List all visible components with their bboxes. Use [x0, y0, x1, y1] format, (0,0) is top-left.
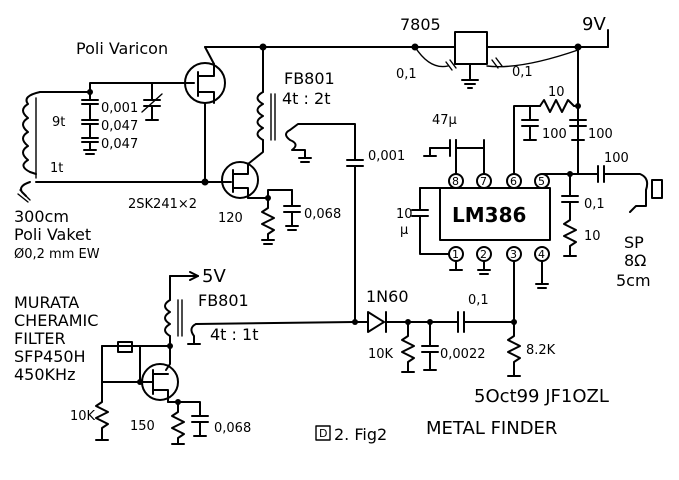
jfet-2sk241-osc [201, 102, 293, 199]
label-poli-varicon: Poli Varicon [76, 39, 168, 58]
label-7805: 7805 [400, 15, 441, 34]
label-pin3: 3 [510, 248, 517, 261]
label-r82k: 8.2K [526, 343, 556, 358]
detector-stage [354, 311, 521, 377]
label-pin4: 4 [538, 248, 545, 261]
label-ratio-bottom: 4t : 1t [210, 325, 258, 344]
label-c10u-unit: μ [400, 223, 408, 238]
supply-5v-arrow [189, 271, 199, 281]
label-r120: 120 [218, 211, 243, 226]
label-9v: 9V [582, 14, 606, 35]
lm386-amplifier [411, 105, 579, 323]
label-pin7: 7 [480, 175, 487, 188]
label-wire-spec: Ø0,2 mm EW [14, 247, 100, 262]
label-r10k-det: 10K [368, 347, 394, 362]
fb801-transformer-top [256, 46, 356, 163]
label-c01-det: 0,1 [468, 293, 489, 308]
label-c0068-bottom: 0,068 [214, 421, 251, 436]
label-r10k-bottom: 10K [70, 409, 96, 424]
label-c01-out: 0,1 [584, 197, 605, 212]
label-fb801-top: FB801 [284, 69, 335, 88]
label-c47u: 47μ [432, 113, 457, 128]
label-coil-9t: 9t [52, 115, 65, 130]
label-pin6: 6 [510, 175, 517, 188]
label-pin1: 1 [452, 248, 459, 261]
label-r150: 150 [130, 419, 155, 434]
coupling-cap-mid [346, 159, 364, 325]
label-cap-047a: 0,047 [101, 119, 138, 134]
label-r10-top: 10 [548, 85, 565, 100]
label-c0022: 0,0022 [440, 347, 486, 362]
regulator-7805 [414, 31, 579, 89]
top-supply-rail [204, 29, 609, 51]
label-murata-3: FILTER [14, 329, 66, 348]
label-transistors: 2SK241×2 [128, 197, 197, 212]
label-sp: SP [624, 233, 644, 252]
label-pin2: 2 [480, 248, 487, 261]
label-diode: 1N60 [366, 287, 409, 306]
label-fb801-bottom: FB801 [198, 291, 249, 310]
label-coil-300cm: 300cm [14, 207, 69, 226]
label-sp-ohm: 8Ω [624, 251, 646, 270]
search-coil [17, 82, 206, 203]
label-date-signature: 5Oct99 JF1OZL [474, 386, 609, 407]
bottom-oscillator [95, 275, 356, 445]
label-c0068-top: 0,068 [304, 207, 341, 222]
label-murata-5: 450KHz [14, 365, 75, 384]
fig-marker: D [315, 425, 331, 441]
label-pin8: 8 [452, 175, 459, 188]
label-r10-out: 10 [584, 229, 601, 244]
label-c100-b: 100 [588, 127, 613, 142]
label-c100-out: 100 [604, 151, 629, 166]
label-murata-4: SFP450H [14, 347, 86, 366]
svg-text:D: D [319, 427, 327, 440]
label-title: METAL FINDER [426, 418, 557, 439]
source-network-top [261, 189, 301, 245]
label-c100-a: 100 [542, 127, 567, 142]
label-c10u-value: 10 [396, 207, 413, 222]
label-sp-size: 5cm [616, 271, 651, 290]
label-coil-1t: 1t [50, 161, 63, 176]
label-reg-cap-right: 0,1 [512, 65, 533, 80]
output-network [521, 46, 663, 257]
label-c0001-mid: 0,001 [368, 149, 405, 164]
label-fig: 2. Fig2 [334, 425, 387, 444]
label-ratio-top: 4t : 2t [282, 89, 330, 108]
label-murata-1: MURATA [14, 293, 79, 312]
label-cap-001: 0,001 [101, 101, 138, 116]
label-pin5: 5 [538, 175, 545, 188]
label-5v: 5V [202, 266, 226, 287]
label-cap-047b: 0,047 [101, 137, 138, 152]
label-poli-vaket: Poli Vaket [14, 225, 91, 244]
label-murata-2: CHERAMIC [14, 311, 98, 330]
label-lm386: LM386 [452, 203, 526, 227]
label-reg-cap-left: 0,1 [396, 67, 417, 82]
